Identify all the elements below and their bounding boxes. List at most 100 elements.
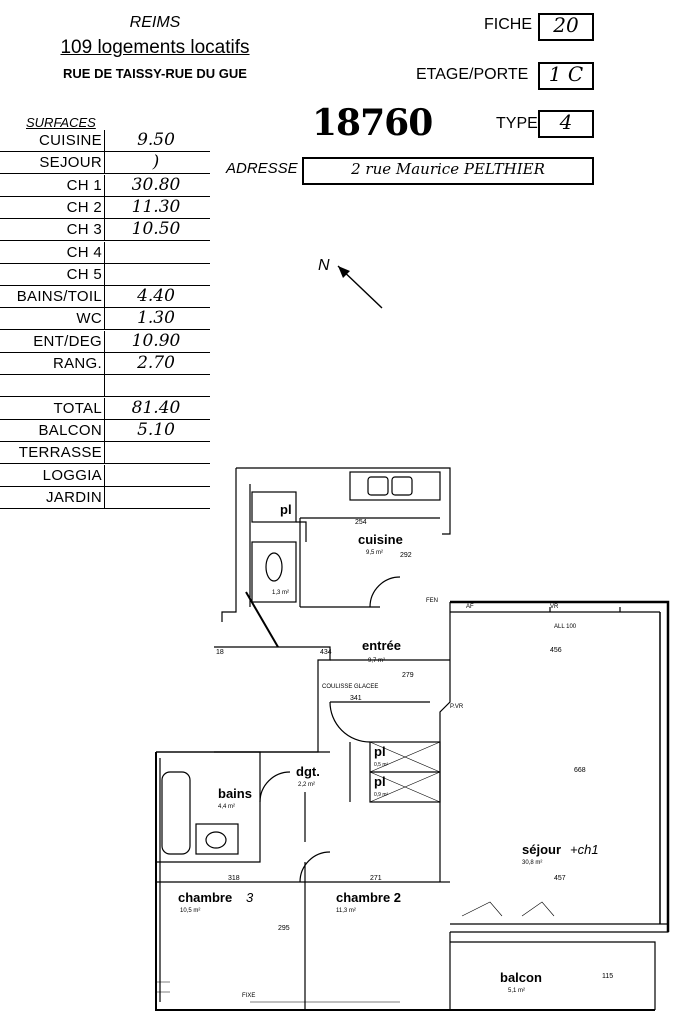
dimension-labels: 254 292 434 341 456 668 318 271 457 295 … [216,519,613,999]
etage-value: 1 C [548,62,584,86]
surface-row-divider [104,130,105,152]
fiche-value: 20 [553,13,579,37]
room-labels: cuisine 9,5 m² pl 1,3 m² entrée 9,7 m² d… [178,502,599,994]
surface-label: TERRASSE [18,444,102,462]
surface-row-divider [104,419,105,442]
reference-number: 18760 [312,102,433,144]
surface-row: JARDIN [0,486,210,509]
surface-label: TOTAL [53,399,102,417]
surface-row-line [0,151,210,152]
north-label: N [318,257,330,274]
surface-label: CH 2 [66,198,102,216]
surface-row-line [0,284,210,286]
surface-row-divider [104,375,105,398]
program-title: 109 logements locatifs [60,37,250,58]
surface-label: SEJOUR [39,154,102,172]
surface-value: 11.30 [131,196,181,217]
surface-row-divider [104,486,105,509]
adresse-value: 2 rue Maurice PELTHIER [351,160,545,178]
room-pl2-area: 0,9 m² [374,792,389,798]
surface-row-divider [104,174,105,197]
note-vr: VR [550,604,559,610]
surface-row-divider [104,219,105,242]
room-bains-area: 4,4 m² [218,804,235,810]
surface-row-line [0,262,210,264]
fiche-box: 20 [538,13,594,41]
surface-value: 5.10 [137,419,175,440]
surface-value: 1.30 [137,308,175,329]
note-fixe: FIXE [242,993,255,999]
surface-row-divider [104,152,105,175]
street-title: RUE DE TAISSY-RUE DU GUE [63,66,247,81]
surface-row-line [0,240,210,242]
surface-label: BALCON [38,421,102,439]
room-pl2: pl [374,774,386,789]
surface-row-line [0,507,210,509]
surface-row-divider [104,196,105,219]
surface-row-line [0,418,210,420]
surface-row-divider [104,286,105,309]
type-label: TYPE [496,115,538,132]
room-wc-area: 1,3 m² [272,590,289,596]
etage-label: ETAGE/PORTE [416,66,529,83]
room-pl-top: pl [280,502,292,517]
room-sejour-area: 30,8 m² [522,860,542,866]
surface-row-divider [104,241,105,264]
room-bains: bains [218,786,252,801]
room-sejour: séjour [522,842,561,857]
surface-value: 10.50 [131,219,181,240]
surface-row: CH 5 [0,263,210,286]
surface-label: ENT/DEG [33,332,102,350]
surface-row-divider [104,353,105,375]
surface-row-line [0,396,210,398]
room-degt-area: 2,2 m² [298,782,315,788]
surface-row-divider [104,263,105,286]
type-value: 4 [559,110,573,134]
room-balcon-area: 5,1 m² [508,988,525,994]
surface-row-line [0,217,210,219]
dim-271: 271 [370,875,382,882]
dim-254: 254 [355,519,367,526]
surface-row: SEJOUR) [0,152,210,175]
dim-434: 434 [320,649,332,656]
note-af: AF [466,604,474,610]
etage-box: 1 C [538,62,594,90]
room-chambre3-area: 10,5 m² [180,908,200,914]
surface-label: LOGGIA [42,466,102,484]
surface-row-line [0,195,210,197]
note-couloir: COULISSE GLACEE [322,684,378,690]
surface-label: CH 5 [66,265,102,283]
surface-row-divider [104,442,105,465]
surfaces-title: SURFACES [26,115,96,130]
adresse-label: ADRESSE [226,160,298,177]
fiche-label: FICHE [484,16,532,33]
room-entree-area: 9,7 m² [368,658,385,664]
surface-row: RANG.2.70 [0,353,210,375]
dim-18: 18 [216,649,224,656]
surface-value: 9.50 [137,130,175,150]
surface-row-divider [104,330,105,353]
surface-row-line [0,463,210,465]
dim-318: 318 [228,875,240,882]
room-sejour-note: +ch1 [570,842,599,857]
surface-label: CH 4 [66,243,102,261]
adresse-box: 2 rue Maurice PELTHIER [302,157,594,185]
surface-value: 81.40 [131,397,181,418]
surface-row-line [0,329,210,331]
dim-668: 668 [574,767,586,774]
surface-row-line [0,351,210,353]
surface-label: BAINS/TOIL [16,288,102,306]
surface-row-line [0,440,210,442]
room-chambre3: chambre [178,890,232,905]
room-entree: entrée [362,638,401,653]
dim-457: 457 [554,875,566,882]
dim-292: 292 [400,552,412,559]
surface-value: 2.70 [137,353,175,373]
surface-row: LOGGIA [0,464,210,487]
surface-label: CH 3 [66,221,102,239]
